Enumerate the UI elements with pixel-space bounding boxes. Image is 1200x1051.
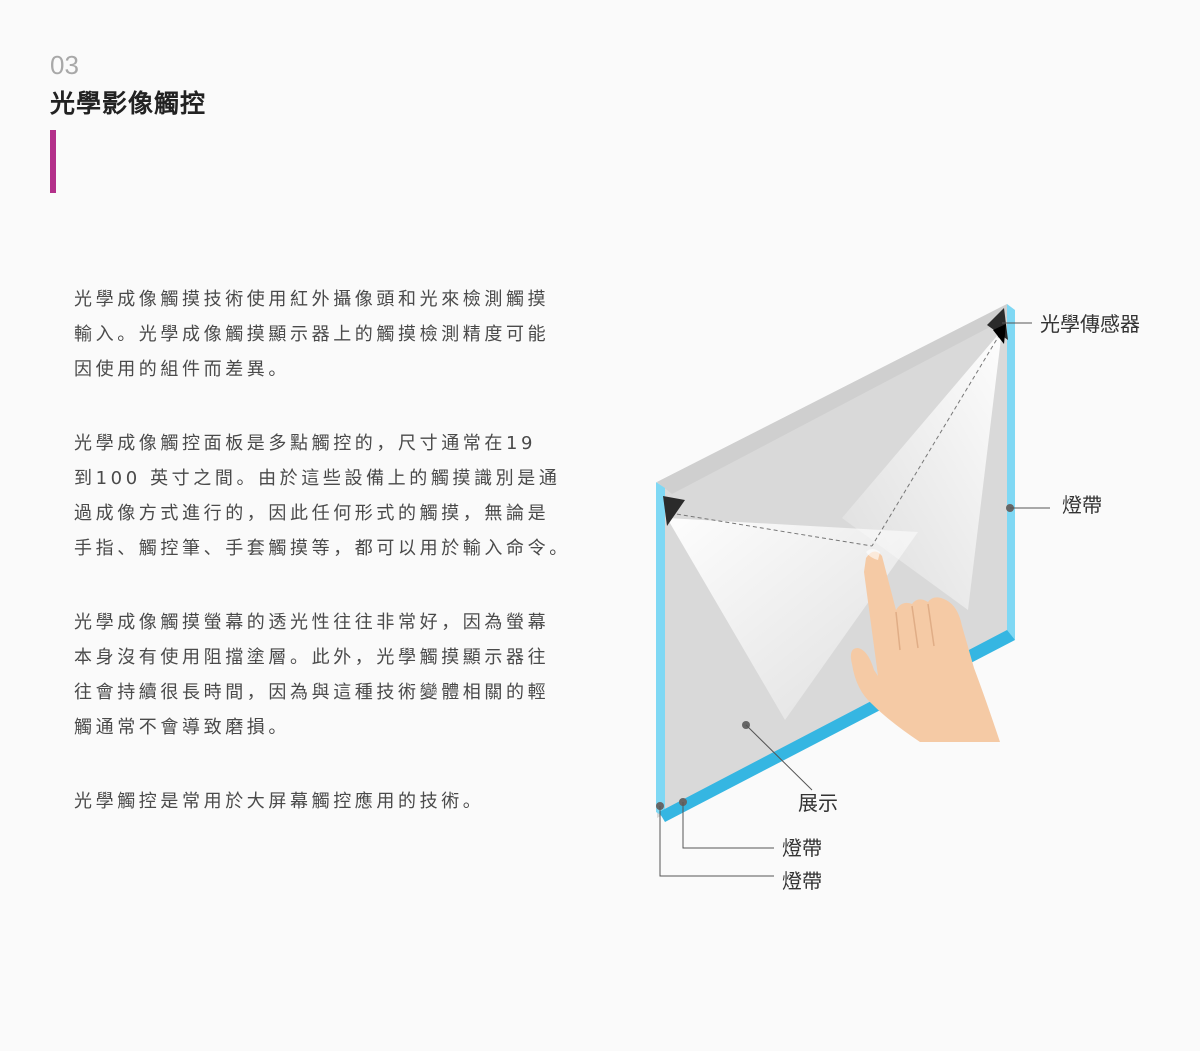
- paragraph-line: 輸入。光學成像觸摸顯示器上的觸摸檢測精度可能: [74, 324, 550, 345]
- label-optical-sensor: 光學傳感器: [1040, 312, 1140, 336]
- dashed-line-right: [871, 333, 1001, 547]
- right-sensor-arrow: [993, 324, 1006, 344]
- paragraph-line: 光學成像觸摸螢幕的透光性往往非常好，因為螢幕: [74, 612, 550, 633]
- paragraph-line: 到100 英寸之間。由於這些設備上的觸摸識別是通: [74, 468, 561, 489]
- paragraph-line: 光學成像觸控面板是多點觸控的，尺寸通常在19: [74, 433, 537, 454]
- left-sensor-beam: [667, 518, 918, 720]
- label-display: 展示: [798, 791, 838, 815]
- section-title: 光學影像觸控: [50, 89, 207, 118]
- paragraph-2: 光學成像觸控面板是多點觸控的，尺寸通常在19 到100 英寸之間。由於這些設備上…: [74, 426, 614, 566]
- body-text: 光學成像觸摸技術使用紅外攝像頭和光來檢測觸摸 輸入。光學成像觸摸顯示器上的觸摸檢…: [74, 282, 614, 858]
- label-light-strip-right: 燈帶: [1062, 493, 1102, 517]
- left-optical-sensor: [663, 496, 685, 526]
- paragraph-line: 往會持續很長時間，因為與這種技術變體相關的輕: [74, 682, 550, 703]
- paragraph-line: 因使用的組件而差異。: [74, 359, 290, 380]
- dashed-line-left: [669, 512, 873, 547]
- label-light-strip-bottom-2: 燈帶: [782, 869, 822, 893]
- paragraph-line: 光學觸控是常用於大屏幕觸控應用的技術。: [74, 791, 485, 812]
- left-light-strip: [656, 482, 665, 818]
- paragraph-line: 觸通常不會導致磨損。: [74, 717, 290, 738]
- label-light-strip-bottom-1: 燈帶: [782, 836, 822, 860]
- paragraph-3: 光學成像觸摸螢幕的透光性往往非常好，因為螢幕 本身沒有使用阻擋塗層。此外，光學觸…: [74, 605, 614, 745]
- right-light-strip: [1007, 304, 1015, 640]
- paragraph-line: 過成像方式進行的，因此任何形式的觸摸，無論是: [74, 503, 550, 524]
- optical-touch-diagram: 光學傳感器 燈帶 展示 燈帶 燈帶: [640, 290, 1180, 900]
- right-sensor-beam: [842, 330, 1002, 610]
- paragraph-4: 光學觸控是常用於大屏幕觸控應用的技術。: [74, 784, 614, 819]
- paragraph-line: 手指、觸控筆、手套觸摸等，都可以用於輸入命令。: [74, 538, 571, 559]
- bottom-strip-leader-2: [659, 806, 774, 877]
- hand-icon: [850, 549, 1000, 742]
- diagram-svg: 光學傳感器 燈帶 展示 燈帶 燈帶: [656, 304, 1140, 893]
- section-number: 03: [50, 50, 79, 80]
- paragraph-line: 光學成像觸摸技術使用紅外攝像頭和光來檢測觸摸: [74, 289, 550, 310]
- paragraph-line: 本身沒有使用阻擋塗層。此外，光學觸摸顯示器往: [74, 647, 550, 668]
- panel-top-edge: [657, 304, 1007, 494]
- bottom-strip-leader-1: [682, 802, 774, 849]
- paragraph-1: 光學成像觸摸技術使用紅外攝像頭和光來檢測觸摸 輸入。光學成像觸摸顯示器上的觸摸檢…: [74, 282, 614, 387]
- display-leader: [745, 724, 813, 791]
- accent-bar: [50, 130, 56, 193]
